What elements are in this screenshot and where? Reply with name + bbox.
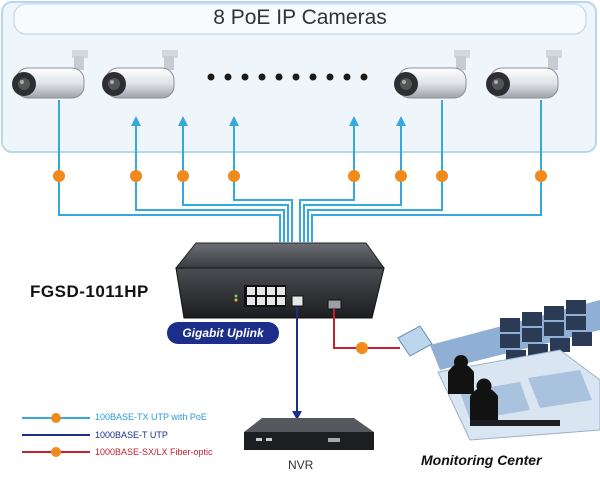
poe-cables [58, 100, 542, 242]
fiber-badge-dot [356, 342, 368, 354]
nvr-label: NVR [288, 458, 314, 472]
legend-item-poe: 100BASE-TX UTP with PoE [95, 412, 207, 422]
legend-fiber-dot [51, 447, 61, 457]
nvr-arrow [292, 411, 302, 420]
poe-badges [53, 170, 547, 182]
legend-item-fiber: 1000BASE-SX/LX Fiber-optic [95, 447, 213, 457]
title-banner [13, 3, 587, 35]
poe-switch [174, 242, 385, 319]
nvr-device [244, 418, 374, 450]
fiber-cable [333, 309, 400, 349]
more-cameras-ellipsis [207, 73, 368, 81]
switch-model-label: FGSD-1011HP [30, 282, 149, 301]
poe-arrows [131, 116, 406, 126]
uplink-pill: Gigabit Uplink [167, 322, 279, 344]
legend-poe-dot [51, 413, 61, 423]
ip-camera-3 [394, 50, 470, 99]
legend-item-utp: 1000BASE-T UTP [95, 430, 168, 440]
diagram-title: 8 PoE IP Cameras [213, 6, 387, 29]
monitoring-center-illustration [397, 300, 600, 441]
ip-camera-2 [102, 50, 178, 99]
legend-lines [22, 417, 90, 453]
monitoring-center-label: Monitoring Center [421, 452, 542, 468]
ip-camera-1 [12, 50, 88, 99]
ip-camera-4 [486, 50, 562, 99]
